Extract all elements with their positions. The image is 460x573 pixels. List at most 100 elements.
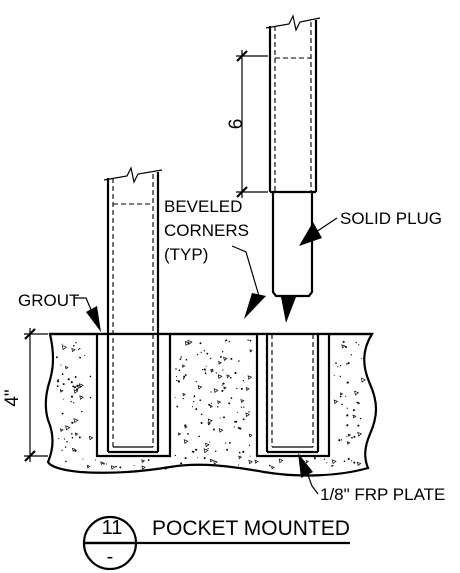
frp-plate-arrow [298,453,313,478]
stipple-dot [222,382,225,385]
stipple-aggregate [59,389,64,393]
stipple-aggregate [197,385,203,390]
stipple-dot [243,406,245,408]
stipple-aggregate [79,395,84,400]
stipple-dot [183,375,186,378]
stipple-dot [147,459,150,462]
stipple-dot [196,353,199,356]
pocket-depth-dimension: 4" [2,328,48,462]
stipple-dot [339,364,342,367]
stipple-dot [71,433,73,435]
detail-title: POCKET MOUNTED [152,517,350,540]
stipple-dot [269,464,271,467]
stipple-dot [208,403,211,406]
stipple-dot [175,376,178,378]
stipple-dot [333,374,335,376]
stipple-dot [248,411,250,413]
stipple-aggregate [218,361,222,365]
stipple-dot [223,416,225,419]
stipple-dot [84,354,85,356]
stipple-aggregate [86,464,91,469]
stipple-dot [214,450,217,453]
stipple-dot [64,446,67,448]
stipple-dot [219,417,221,419]
stipple-dot [103,462,105,465]
stipple-dot [67,378,70,381]
stipple-aggregate [88,435,94,441]
stipple-aggregate [249,349,253,353]
stipple-dot [230,377,232,379]
stipple-aggregate [61,345,67,351]
stipple-dot [76,388,79,391]
stipple-dot [357,424,360,427]
stipple-dot [185,359,188,361]
stipple-aggregate [340,392,344,396]
stipple-dot [242,450,245,453]
stipple-dot [353,435,356,438]
stipple-aggregate [357,431,363,437]
stipple-dot [249,455,251,457]
grout-label: GROUT [18,291,79,310]
stipple-aggregate [164,466,169,470]
stipple-dot [77,349,80,351]
stipple-dot [323,458,325,460]
stipple-dot [62,398,64,400]
stipple-dot [209,441,211,443]
stipple-dot [61,373,64,375]
stipple-aggregate [65,365,69,370]
stipple-dot [179,358,182,360]
stipple-dot [222,351,224,353]
stipple-dot [191,406,194,408]
stipple-dot [234,371,237,374]
stipple-dot [61,412,64,415]
stipple-aggregate [141,465,146,470]
stipple-dot [193,396,195,398]
stipple-dot [215,372,217,374]
stipple-dot [106,463,108,465]
stipple-dot [229,442,231,444]
stipple-aggregate [79,383,84,389]
stipple-dot [203,350,205,352]
stipple-aggregate [356,461,362,467]
stipple-dot [89,396,92,399]
stipple-dot [206,352,209,355]
stipple-aggregate [278,458,284,464]
stipple-dot [344,345,348,349]
stipple-dot [75,341,77,344]
stipple-aggregate [209,404,214,409]
stipple-aggregate [181,364,186,368]
beveled-label-line3: (TYP) [164,245,208,264]
stipple-dot [133,464,135,467]
stipple-dot [220,465,222,468]
stipple-aggregate [217,374,223,379]
stipple-aggregate [184,340,190,346]
stipple-dot [200,413,203,416]
stipple-dot [225,339,228,342]
stipple-dot [355,341,357,344]
stipple-dot [95,459,97,461]
stipple-dot [352,409,355,412]
stipple-dot [65,460,67,463]
stipple-aggregate [245,387,250,392]
stipple-dot [191,450,194,453]
stipple-dot [207,447,209,450]
stipple-aggregate [331,459,337,465]
stipple-dot [70,381,73,384]
stipple-aggregate [203,448,209,454]
stipple-dot [359,417,362,420]
stipple-dot [347,457,350,461]
stipple-dot [230,397,233,399]
frp-plate-callout: 1/8" FRP PLATE [298,453,445,504]
stipple-dot [70,395,74,398]
stipple-dot [360,357,362,360]
stipple-dot [198,435,200,438]
stipple-dot [119,466,122,469]
stipple-dot [182,397,184,400]
stipple-dot [66,440,68,443]
stipple-dot [195,448,198,451]
stipple-dot [347,362,350,365]
stipple-dot [89,375,92,378]
stipple-dot [351,436,353,439]
stipple-dot [71,436,74,439]
